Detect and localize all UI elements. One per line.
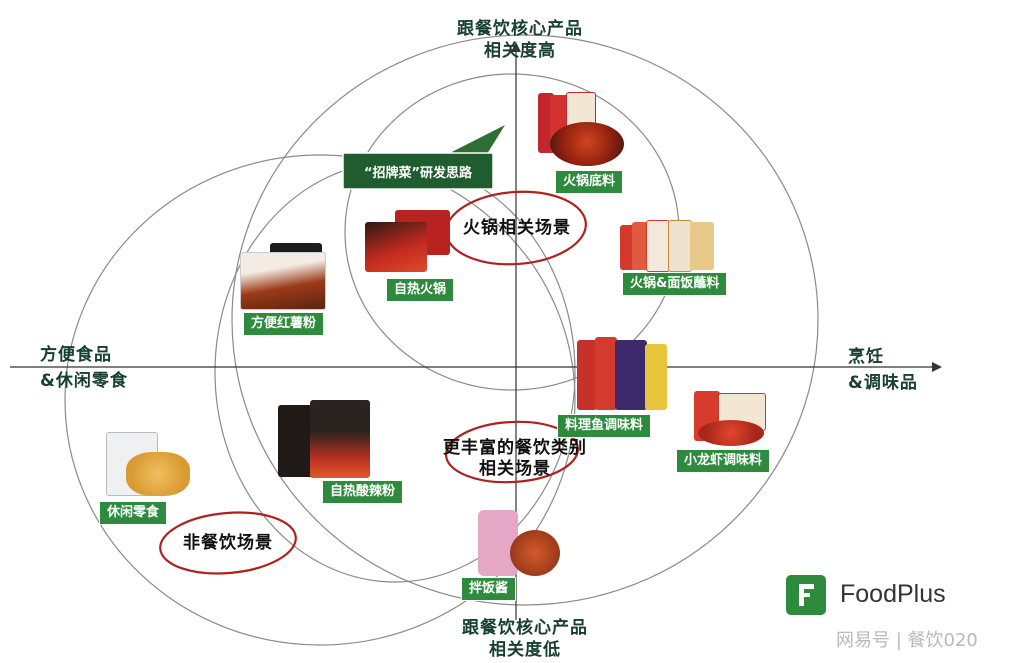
right-axis-line1: 烹饪 [848,347,884,367]
noodle-pack-2 [632,222,648,270]
fish-seasoning-tag: 料理鱼调味料 [557,414,652,438]
fish-pack-1 [577,340,597,410]
snack-tag: 休闲零食 [99,501,168,525]
richer-scene-ring [444,420,580,484]
horizontal-axis-arrow [932,362,942,372]
hotpot-scene-label: 火锅相关场景 [463,218,571,238]
vertical-axis-arrow [511,42,521,52]
right-axis-line2: &调味品 [848,373,918,393]
rice-sauce-tag: 拌饭酱 [461,577,517,601]
non-dining-scene-label: 非餐饮场景 [183,533,273,553]
richer-scene-line2: 相关场景 [479,459,551,479]
hotpot-base-tag: 火锅底料 [555,170,624,194]
top-axis-label: 跟餐饮核心产品 相关度高 [430,18,610,62]
rice-sauce-bowl [510,530,560,576]
left-circle [64,154,576,646]
bottom-axis-label: 跟餐饮核心产品 相关度低 [440,617,610,661]
snack-pile [126,452,190,496]
noodle-base-tag: 火锅&面饭蘸料 [622,272,728,296]
non-dining-scene-ring [159,511,297,575]
crayfish-seasoning-tag: 小龙虾调味料 [676,449,771,473]
fish-pack-4 [645,344,667,410]
richer-scene-label: 更丰富的餐饮类别 相关场景 [430,438,600,480]
top-axis-line1: 跟餐饮核心产品 [457,19,583,39]
sweet-potato-box-front [240,252,326,310]
callout-box [342,152,494,190]
crayfish-plate [698,420,764,446]
left-axis-label: 方便食品 &休闲零食 [40,342,160,394]
self-heat-hotpot-tag: 自热火锅 [386,278,455,302]
noodle-pack-4 [668,220,692,272]
noodle-pack-3 [646,220,670,272]
right-axis-label: 烹饪 &调味品 [848,344,938,396]
richer-scene-line1: 更丰富的餐饮类别 [443,438,587,458]
callout-text: “招牌菜”研发思路 [363,166,473,181]
foodplus-brand-name: FoodPlus [840,580,946,608]
sweet-potato-noodle-tag: 方便红薯粉 [243,312,325,336]
left-axis-line2: &休闲零食 [40,371,128,391]
hot-sour-noodle-tag: 自热酸辣粉 [322,480,404,504]
top-axis-line2: 相关度高 [484,41,556,61]
foodplus-logo [786,575,826,615]
noodle-pack-5 [690,222,714,270]
outer-circle [231,34,819,606]
bottom-axis-line1: 跟餐饮核心产品 [462,618,588,638]
hotpot-pot [550,122,624,166]
fish-pack-2 [595,337,617,410]
fish-pack-3 [615,340,647,410]
hot-sour-box-2 [310,400,370,478]
self-heat-box-front [365,222,427,272]
foodplus-logo-mark-mid [799,593,810,597]
left-axis-line1: 方便食品 [40,345,112,365]
foodplus-logo-mark-top [799,584,814,589]
bottom-axis-line2: 相关度低 [489,640,561,660]
watermark: 网易号 | 餐饮020 [836,630,978,651]
